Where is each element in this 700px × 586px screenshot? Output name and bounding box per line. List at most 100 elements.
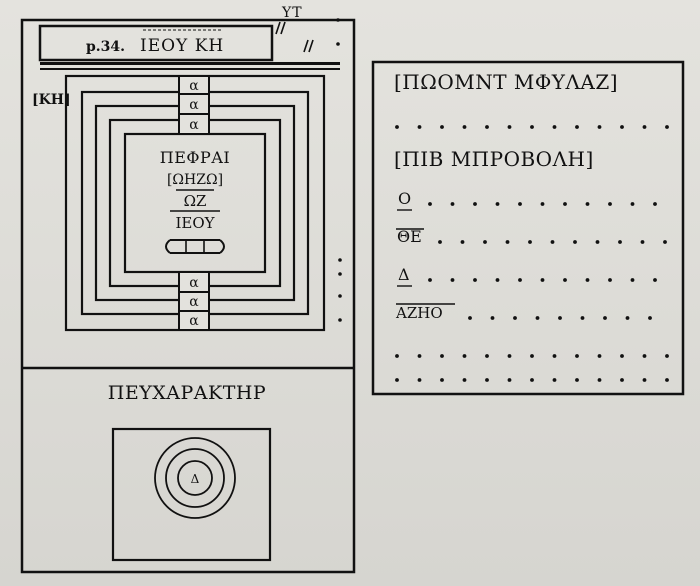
leader-dot: [495, 278, 500, 282]
leader-dot: [653, 278, 657, 282]
leader-dot: [428, 202, 432, 206]
leader-dot: [595, 240, 600, 244]
leader-dot: [640, 240, 645, 244]
leader-dot: [540, 202, 545, 206]
leader-dot: [630, 202, 635, 206]
leader-dot: [528, 240, 532, 244]
leader-dot: [462, 125, 467, 129]
leader-dot: [395, 125, 399, 129]
leader-dot: [490, 316, 495, 320]
cartouche: [170, 239, 220, 254]
leader-dot: [462, 378, 467, 382]
leader-dot: [620, 378, 624, 382]
leader-dot: [518, 278, 522, 282]
leader-dot: [495, 202, 500, 206]
right-heading-one: [ΠΩΟΜΝΤ ΜΦΥΛΑΖ]: [394, 70, 618, 94]
leader-dot: [395, 354, 399, 358]
leader-dot: [552, 378, 557, 382]
leader-dot: [450, 202, 455, 206]
leader-dot: [575, 125, 579, 129]
leader-dot: [648, 316, 652, 320]
center-line-3: ΩΖ: [184, 192, 207, 210]
upper-column-letter-2: α: [189, 97, 199, 113]
leader-dot: [618, 240, 622, 244]
character-ring-2: [165, 448, 225, 508]
character-box: [111, 427, 272, 562]
leader-dot: [428, 278, 432, 282]
leader-dot: [625, 316, 630, 320]
leader-dot: [552, 354, 557, 358]
leader-dot: [530, 354, 534, 358]
leader-dot: [540, 278, 545, 282]
leader-dot: [552, 125, 557, 129]
leader-dot: [535, 316, 540, 320]
leader-dot: [438, 240, 442, 244]
leader-dot: [507, 125, 512, 129]
leader-dot: [460, 240, 465, 244]
character-title: ΠΕΥΧΑΡΑΚΤΗΡ: [108, 382, 266, 404]
tick-mark: [275, 21, 281, 35]
lower-column-letter-1: α: [189, 275, 199, 291]
right-heading-two: [ΠΙΒ ΜΠΡΟΒΟΛΗ]: [394, 147, 594, 171]
leader-dot: [620, 125, 624, 129]
leader-dot: [575, 378, 579, 382]
left-outer-frame: [20, 18, 356, 574]
center-line-1: ΠΕΦΡΑΙ: [160, 148, 230, 167]
tick-mark: [303, 39, 309, 53]
right-row-label-3: Δ: [398, 265, 410, 284]
right-row-label-2: ΘΕ: [397, 227, 422, 246]
leader-dot: [642, 125, 647, 129]
leader-dot: [440, 354, 444, 358]
leader-dot: [462, 354, 467, 358]
tick-mark: [308, 39, 314, 53]
leader-dot: [663, 240, 667, 244]
leader-dot: [483, 240, 487, 244]
left-dot-column-top: [336, 18, 340, 46]
leader-dot: [620, 354, 624, 358]
header-name: ΙΕΟΥ ΚΗ: [140, 36, 224, 56]
center-line-4: ΙΕΟΥ: [175, 214, 215, 232]
leader-dot: [468, 316, 472, 320]
leader-dot: [597, 125, 602, 129]
header-rule-2: [40, 68, 340, 70]
character-ring-1: [154, 437, 236, 519]
leader-dot: [473, 202, 477, 206]
leader-dot: [653, 202, 657, 206]
lower-column-letter-2: α: [189, 294, 199, 310]
top-mark: ΥΤ: [281, 5, 303, 21]
leader-dot: [473, 278, 477, 282]
page-ref: p.34.: [86, 39, 125, 55]
leader-dot: [417, 125, 422, 129]
corner-label: [ΚΗ]: [32, 92, 71, 108]
lower-column-box: [178, 271, 210, 331]
cartouche-right-curl: [219, 239, 225, 254]
right-panel-frame: [371, 60, 685, 396]
leader-dot: [417, 354, 422, 358]
tick-mark: [280, 21, 286, 35]
leader-dot: [573, 240, 577, 244]
lower-column-letter-3: α: [189, 313, 199, 329]
leader-dot: [580, 316, 585, 320]
leader-dot: [395, 378, 399, 382]
leader-dot: [630, 278, 635, 282]
header-box: [38, 24, 274, 62]
leader-dot: [485, 354, 489, 358]
character-ring-3: [177, 460, 213, 496]
character-center-letter: Δ: [191, 472, 200, 486]
leader-dot: [608, 202, 612, 206]
leader-dot: [563, 278, 567, 282]
leader-dot: [417, 378, 422, 382]
leader-dot: [575, 354, 579, 358]
leader-dot: [505, 240, 510, 244]
leader-dot: [530, 378, 534, 382]
leader-dot: [585, 278, 590, 282]
leader-dot: [507, 354, 512, 358]
leader-dot: [665, 354, 669, 358]
leader-dot: [665, 125, 669, 129]
leader-dot: [550, 240, 555, 244]
leader-dot: [608, 278, 612, 282]
leader-dot: [440, 125, 444, 129]
leader-dot: [642, 354, 647, 358]
leader-dot: [513, 316, 517, 320]
